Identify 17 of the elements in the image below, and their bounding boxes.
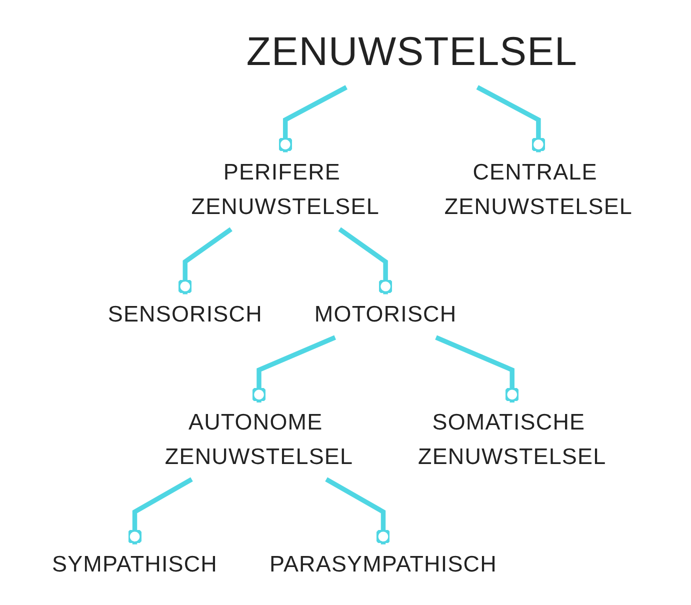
connector-line (476, 85, 547, 153)
category-label: AUTONOME ZENUWSTELSEL (164, 410, 354, 470)
connector-line (177, 227, 232, 295)
category-label: SYMPATHISCH (52, 552, 218, 578)
category-label: PARASYMPATHISCH (270, 552, 497, 578)
connector-line (126, 477, 193, 545)
category-label: PERIFERE ZENUWSTELSEL (191, 160, 380, 220)
connector-line (435, 335, 520, 403)
category-label: SENSORISCH (108, 302, 262, 328)
heading-text: ZENUWSTELSEL (246, 29, 578, 74)
category-label: CENTRALE ZENUWSTELSEL (444, 160, 633, 220)
connector-line (338, 227, 394, 295)
connector-line (277, 85, 348, 153)
category-label: SOMATISCHE ZENUWSTELSEL (418, 410, 606, 470)
connector-line (325, 477, 392, 545)
category-label: MOTORISCH (314, 302, 457, 328)
connector-line (250, 335, 336, 403)
